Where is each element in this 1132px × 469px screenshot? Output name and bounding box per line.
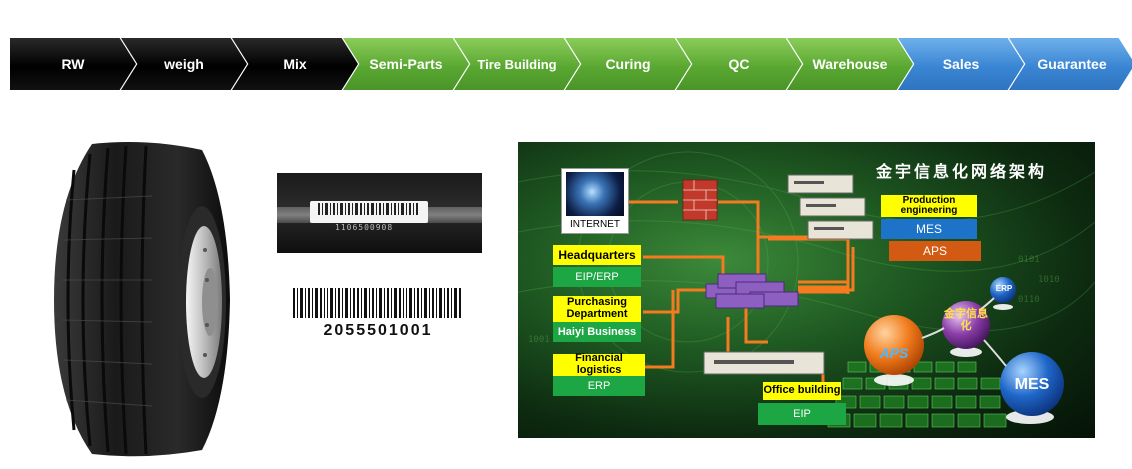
internet-label: INTERNET xyxy=(570,219,620,230)
step-semi-parts: Semi-Parts xyxy=(343,38,469,90)
svg-text:0110: 0110 xyxy=(1018,295,1040,305)
center-sphere-label: 金宇信息化 xyxy=(944,307,988,333)
step-curing: Curing xyxy=(565,38,691,90)
sticker-number: 1106500908 xyxy=(335,223,394,232)
svg-text:0101: 0101 xyxy=(1018,255,1040,265)
step-label: Mix xyxy=(283,56,307,72)
step-label: Sales xyxy=(942,56,980,72)
internet-node: INTERNET xyxy=(561,168,629,234)
step-label: Semi-Parts xyxy=(369,56,443,72)
barcode-sticker-photo: 1106500908 xyxy=(277,173,482,253)
process-flow: RW weigh Mix Semi-Parts Tire Building Cu… xyxy=(10,38,1132,90)
step-label: weigh xyxy=(164,56,204,72)
headquarters-system: EIP/ERP xyxy=(553,267,641,287)
step-mix: Mix xyxy=(232,38,358,90)
aps-box: APS xyxy=(889,241,981,261)
mes-sphere-label: MES xyxy=(1014,376,1050,393)
production-label: Production engineering xyxy=(881,195,977,217)
financial-label: Financial logistics xyxy=(553,353,645,376)
svg-text:1010: 1010 xyxy=(1038,275,1060,285)
purchasing-label: Purchasing Department xyxy=(553,296,641,322)
step-label: Curing xyxy=(605,56,651,72)
step-guarantee: Guarantee xyxy=(1009,38,1132,90)
step-label: Tire Building xyxy=(477,56,557,72)
step-label: RW xyxy=(61,56,85,72)
network-architecture-diagram: 0101 1010 0110 1001 xyxy=(518,142,1095,438)
aps-sphere-label: APS xyxy=(879,345,909,361)
headquarters-label: Headquarters xyxy=(553,245,641,265)
sticker-barcode-icon xyxy=(318,203,418,215)
step-label: Warehouse xyxy=(812,56,888,72)
sticker-label xyxy=(310,201,428,223)
step-warehouse: Warehouse xyxy=(787,38,913,90)
svg-text:1001: 1001 xyxy=(528,335,550,345)
step-rw: RW xyxy=(10,38,136,90)
purchasing-system: Haiyi Business xyxy=(553,322,641,342)
barcode-graphic xyxy=(293,288,461,318)
step-weigh: weigh xyxy=(121,38,247,90)
diagram-title: 金宇信息化网络架构 xyxy=(876,162,1048,181)
office-system: EIP xyxy=(758,403,846,425)
erp-sphere-label: ERP xyxy=(995,284,1013,293)
tire-image xyxy=(54,142,230,457)
globe-icon xyxy=(566,172,624,216)
step-sales: Sales xyxy=(898,38,1024,90)
barcode-number: 2055501001 xyxy=(323,322,433,339)
mes-box: MES xyxy=(881,219,977,239)
step-qc: QC xyxy=(676,38,802,90)
step-tire-building: Tire Building xyxy=(454,38,580,90)
financial-system: ERP xyxy=(553,376,645,396)
office-label: Office building xyxy=(763,382,841,400)
step-label: Guarantee xyxy=(1037,56,1107,72)
step-label: QC xyxy=(728,56,750,72)
